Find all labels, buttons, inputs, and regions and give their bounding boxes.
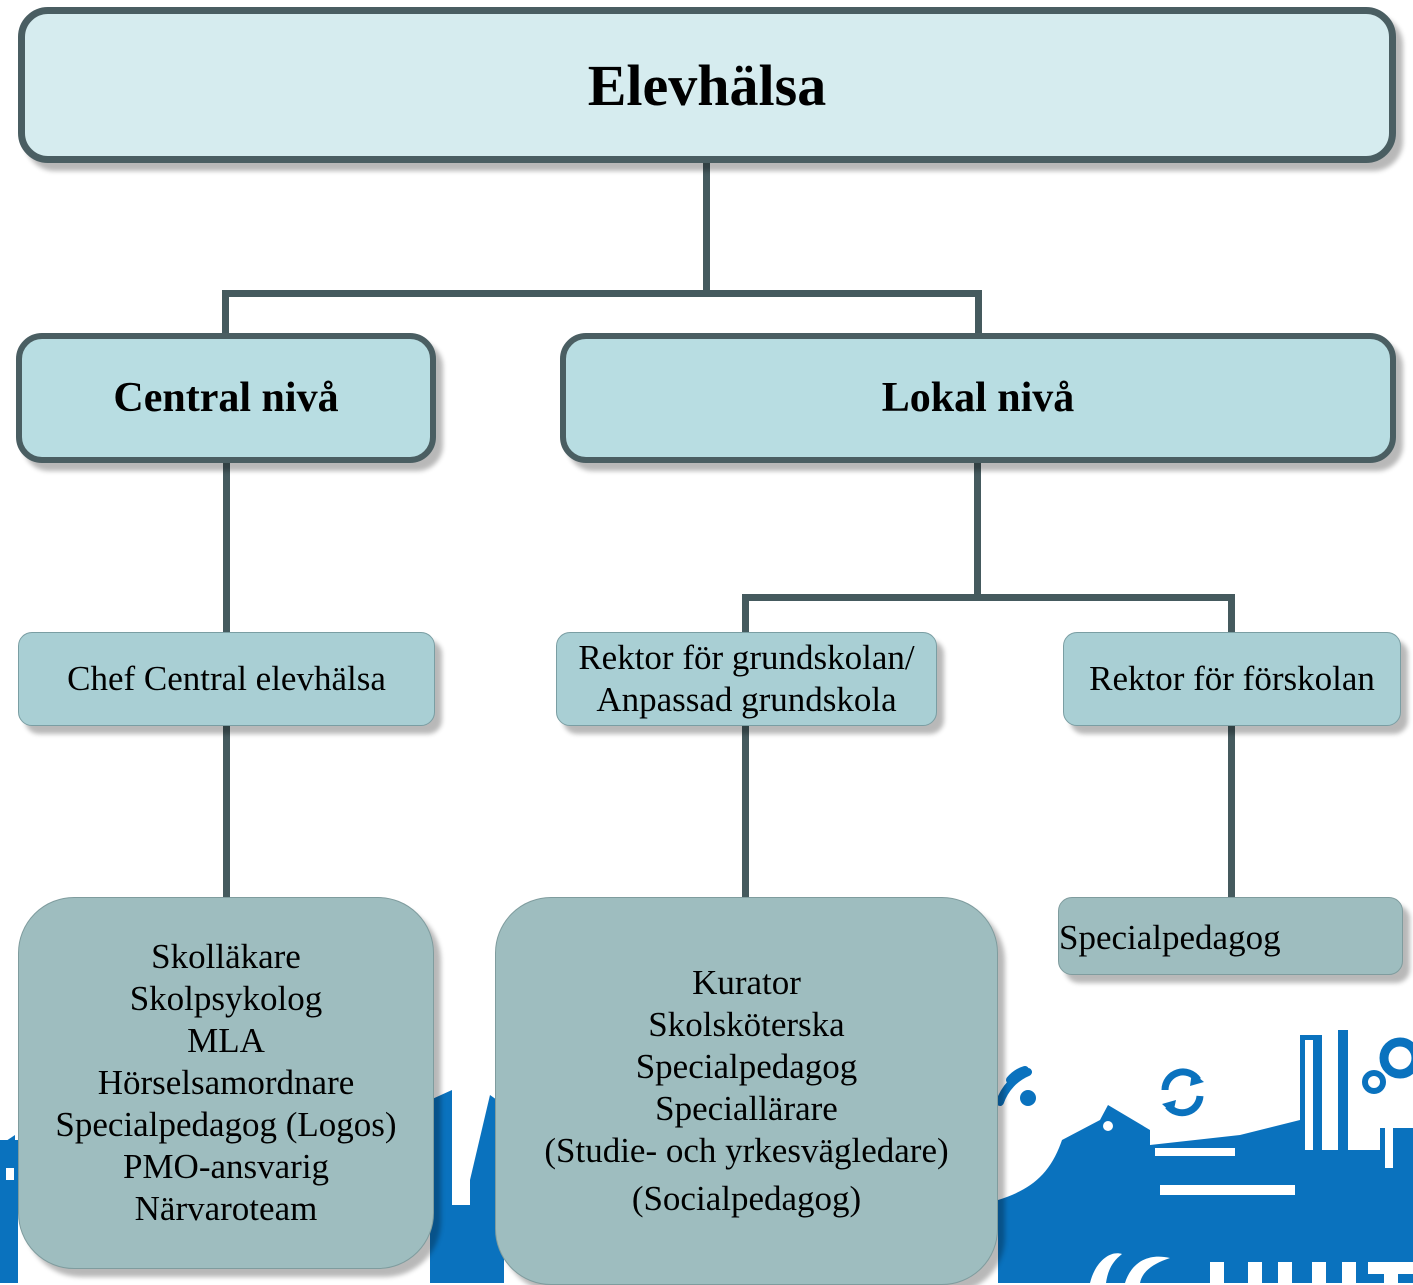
connector-chef-to-staff	[223, 726, 230, 897]
rektor-grundskola-line1: Rektor för grundskolan/	[578, 638, 915, 677]
root-title: Elevhälsa	[587, 52, 827, 118]
list-item: Närvaroteam	[134, 1189, 318, 1228]
connector-rektor-horizontal	[742, 594, 1235, 601]
list-item: Skolpsykolog	[129, 979, 323, 1018]
list-item: Skolsköterska	[648, 1005, 845, 1044]
connector-grund-to-staff	[742, 726, 749, 897]
rektor-grundskola-box: Rektor för grundskolan/ Anpassad grundsk…	[556, 632, 937, 726]
connector-to-lokal	[975, 290, 982, 333]
list-item: Hörselsamordnare	[97, 1063, 355, 1102]
connector-root-down	[703, 163, 710, 293]
chef-central-box: Chef Central elevhälsa	[18, 632, 435, 726]
chef-central-label: Chef Central elevhälsa	[67, 659, 386, 698]
lokal-level-title: Lokal nivå	[881, 375, 1075, 421]
connector-to-rektor-forskola	[1228, 594, 1235, 632]
rektor-forskola-box: Rektor för förskolan	[1063, 632, 1401, 726]
list-item: Specialpedagog (Logos)	[55, 1105, 397, 1144]
list-item: Specialpedagog	[1059, 918, 1281, 957]
connector-forskola-to-staff	[1228, 726, 1235, 897]
central-level-box: Central nivå	[16, 333, 436, 463]
list-item: MLA	[187, 1021, 265, 1060]
list-item: Speciallärare	[655, 1089, 838, 1128]
rektor-forskola-label: Rektor för förskolan	[1089, 659, 1375, 698]
central-level-title: Central nivå	[113, 375, 339, 421]
central-staff-box: Skolläkare Skolpsykolog MLA Hörselsamord…	[18, 897, 434, 1269]
list-item: (Socialpedagog)	[631, 1179, 862, 1218]
list-item: PMO-ansvarig	[122, 1147, 330, 1186]
root-box: Elevhälsa	[18, 7, 1396, 163]
lokal-staff-box: Kurator Skolsköterska Specialpedagog Spe…	[495, 897, 998, 1285]
connector-to-rektor-grund	[742, 594, 749, 632]
wifi-icon	[996, 1066, 1032, 1106]
list-item: (Studie- och yrkesvägledare)	[544, 1131, 949, 1170]
list-item: Kurator	[692, 963, 801, 1002]
lokal-level-box: Lokal nivå	[560, 333, 1396, 463]
forskola-staff-box: Specialpedagog	[1058, 897, 1403, 975]
rektor-grundskola-line2: Anpassad grundskola	[596, 680, 897, 719]
connector-to-central	[222, 290, 229, 333]
list-item: Specialpedagog	[635, 1047, 858, 1086]
connector-central-to-chef	[223, 463, 230, 632]
list-item: Skolläkare	[151, 937, 301, 976]
connector-lokal-down	[974, 463, 981, 597]
connector-level-horizontal	[222, 290, 982, 297]
gear-icon	[1379, 1037, 1413, 1079]
